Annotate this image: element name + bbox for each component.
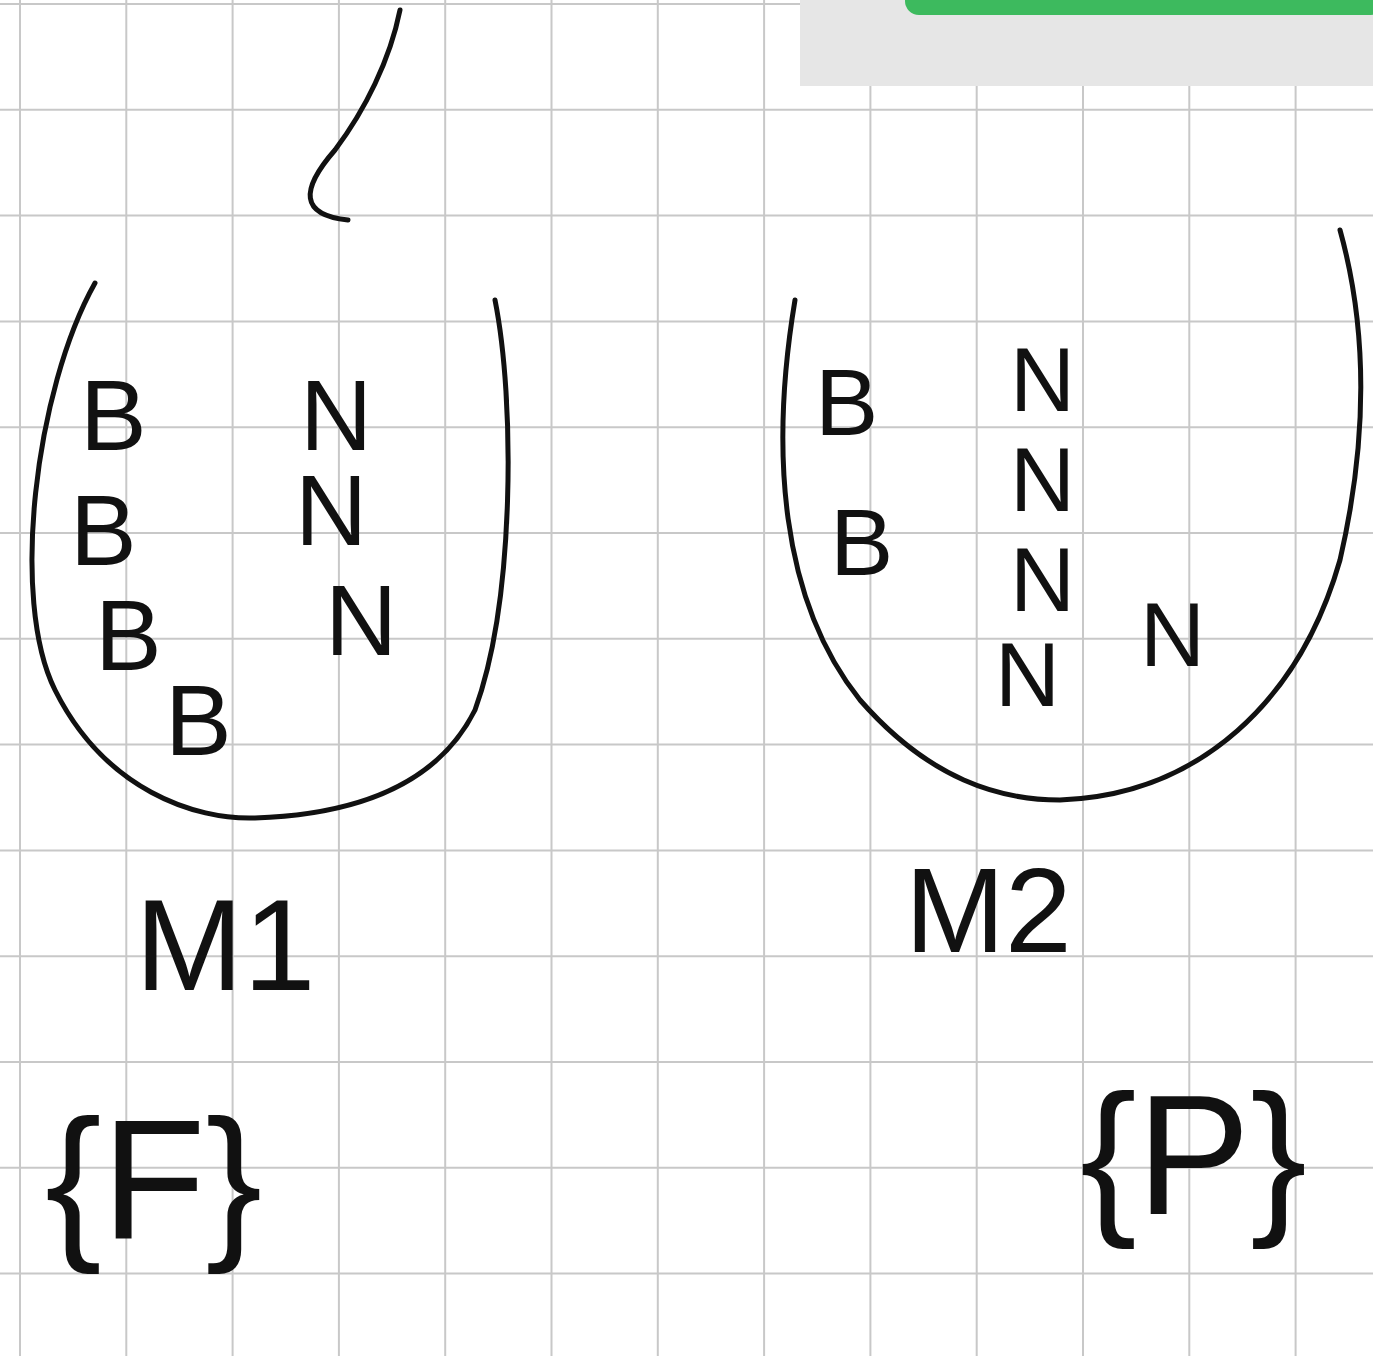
- urn-name: M2: [905, 850, 1072, 970]
- urn-name: M1: [135, 880, 316, 1010]
- ball-letter: B: [165, 670, 232, 770]
- ball-letter: N: [1010, 435, 1075, 525]
- ball-letter: B: [815, 355, 878, 450]
- urn: BBNNNNNM2: [765, 220, 1373, 980]
- ball-letter: N: [300, 365, 372, 465]
- set-label: {P}: [1080, 1070, 1307, 1240]
- ball-letter: N: [295, 460, 367, 560]
- urn: BBBBNNNM1: [15, 270, 525, 1050]
- ball-letter: B: [80, 365, 147, 465]
- ball-letter: N: [1010, 535, 1075, 625]
- ball-letter: N: [325, 570, 397, 670]
- check-mark: [310, 10, 400, 220]
- ball-letter: B: [830, 495, 893, 590]
- ball-letter: B: [95, 585, 162, 685]
- green-bar: [905, 0, 1373, 15]
- ball-letter: N: [995, 630, 1060, 720]
- set-label: {F}: [45, 1095, 262, 1265]
- ball-letter: N: [1140, 590, 1205, 680]
- ball-letter: B: [70, 480, 137, 580]
- ball-letter: N: [1010, 335, 1075, 425]
